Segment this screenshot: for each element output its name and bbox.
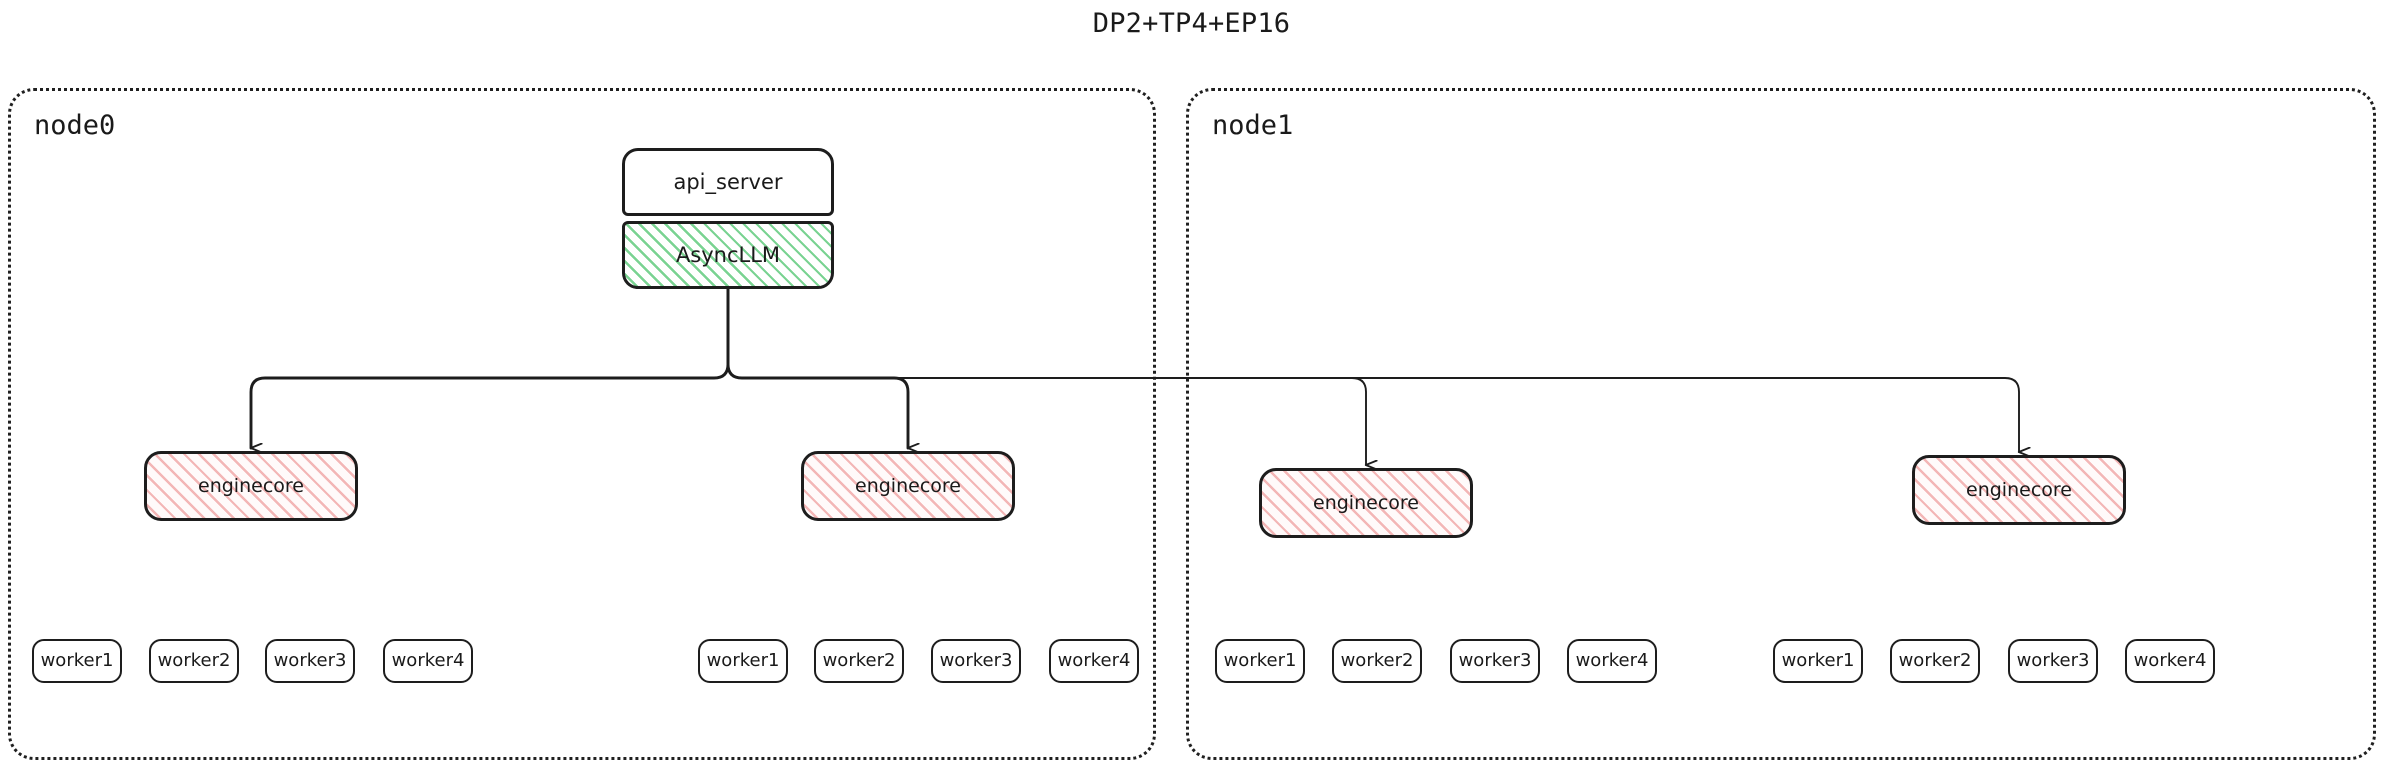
worker-label: worker4: [1575, 650, 1649, 671]
worker-label: worker3: [1458, 650, 1532, 671]
worker-box[interactable]: worker2: [814, 639, 904, 683]
api-server-label: api_server: [673, 169, 783, 194]
api-server-box[interactable]: api_server: [622, 148, 834, 216]
worker-box[interactable]: worker2: [1332, 639, 1422, 683]
enginecore-box[interactable]: enginecore: [1259, 468, 1473, 538]
worker-box[interactable]: worker4: [383, 639, 473, 683]
worker-box[interactable]: worker2: [149, 639, 239, 683]
worker-box[interactable]: worker2: [1890, 639, 1980, 683]
worker-label: worker3: [939, 650, 1013, 671]
worker-label: worker1: [1781, 650, 1855, 671]
worker-label: worker4: [1057, 650, 1131, 671]
node-label-node0: node0: [34, 110, 116, 141]
worker-box[interactable]: worker3: [1450, 639, 1540, 683]
worker-label: worker3: [273, 650, 347, 671]
enginecore-box[interactable]: enginecore: [144, 451, 358, 521]
worker-label: worker2: [1898, 650, 1972, 671]
node-container-node0: [8, 88, 1156, 760]
connector-path: [727, 288, 2019, 452]
worker-label: worker4: [2133, 650, 2207, 671]
worker-label: worker2: [1340, 650, 1414, 671]
worker-label: worker1: [40, 650, 114, 671]
enginecore-label: enginecore: [198, 474, 304, 497]
worker-box[interactable]: worker3: [2008, 639, 2098, 683]
page-title: DP2+TP4+EP16: [1092, 8, 1291, 39]
worker-box[interactable]: worker4: [1567, 639, 1657, 683]
enginecore-label: enginecore: [1966, 478, 2072, 501]
enginecore-label: enginecore: [1313, 491, 1419, 514]
worker-label: worker1: [1223, 650, 1297, 671]
worker-box[interactable]: worker1: [32, 639, 122, 683]
worker-box[interactable]: worker3: [931, 639, 1021, 683]
worker-label: worker2: [157, 650, 231, 671]
worker-box[interactable]: worker1: [1773, 639, 1863, 683]
worker-box[interactable]: worker4: [2125, 639, 2215, 683]
connector-path: [249, 287, 730, 448]
enginecore-box[interactable]: enginecore: [1912, 455, 2126, 525]
node-container-node1: [1186, 88, 2376, 760]
worker-box[interactable]: worker4: [1049, 639, 1139, 683]
worker-label: worker3: [2016, 650, 2090, 671]
worker-box[interactable]: worker1: [698, 639, 788, 683]
async-llm-label: AsyncLLM: [675, 242, 781, 267]
worker-label: worker1: [706, 650, 780, 671]
worker-label: worker4: [391, 650, 465, 671]
worker-box[interactable]: worker1: [1215, 639, 1305, 683]
worker-box[interactable]: worker3: [265, 639, 355, 683]
enginecore-box[interactable]: enginecore: [801, 451, 1015, 521]
worker-label: worker2: [822, 650, 896, 671]
enginecore-label: enginecore: [855, 474, 961, 497]
async-llm-box[interactable]: AsyncLLM: [622, 221, 834, 289]
connector-path: [726, 287, 908, 448]
node-label-node1: node1: [1212, 110, 1294, 141]
